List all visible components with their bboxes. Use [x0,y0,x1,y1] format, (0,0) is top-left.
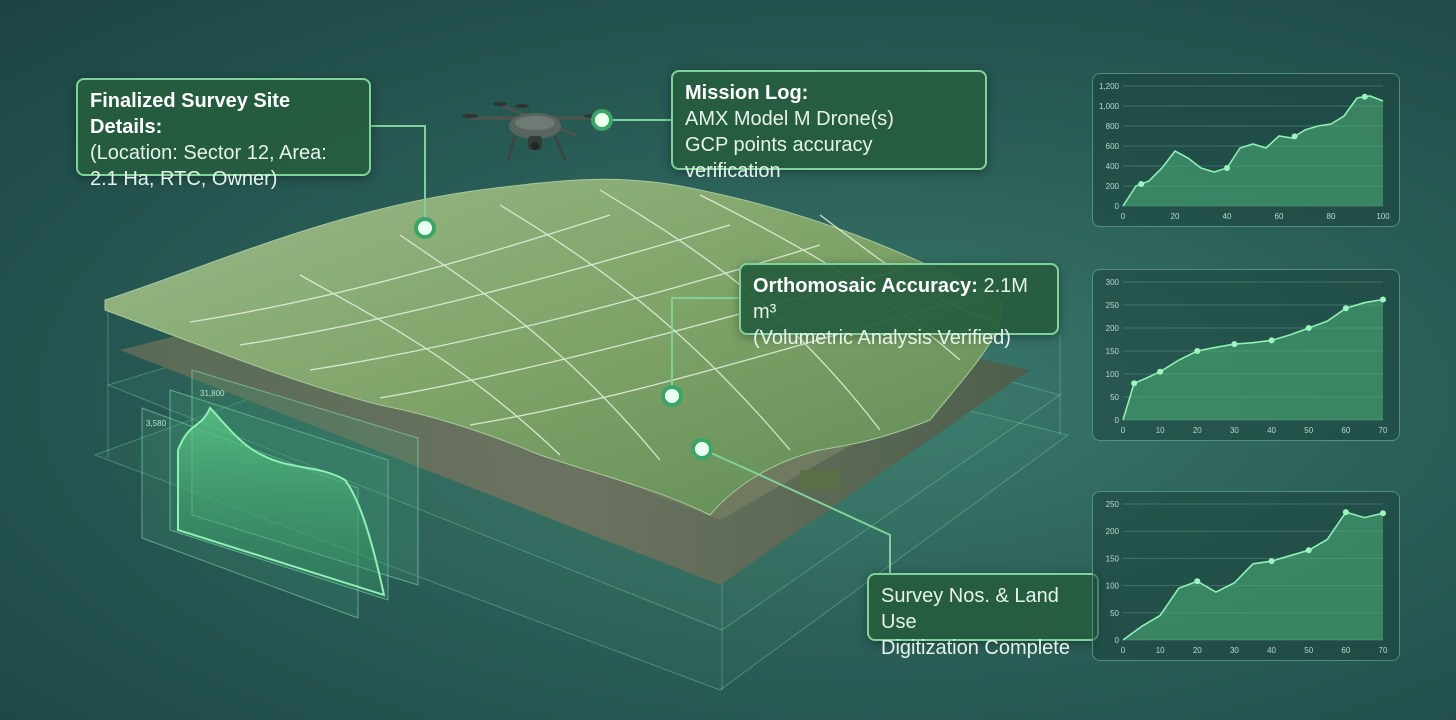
elevation-label-top: 31,800 [200,389,225,398]
y-tick-label: 300 [1106,278,1120,287]
x-tick-label: 0 [1121,426,1126,435]
data-point [1305,325,1312,331]
x-tick-label: 20 [1193,646,1202,655]
site-details-line-1: (Location: Sector 12, Area: [90,142,327,164]
series-area [1123,96,1383,206]
area-chart-1: 0 200 400 600 800 1,000 1,200 0 20 40 60 80 100 [1099,82,1390,221]
x-tick-label: 60 [1275,212,1284,221]
connectors [371,119,891,573]
y-tick-label: 150 [1106,347,1120,356]
x-tick-label: 50 [1304,426,1313,435]
ortho-title: Orthomosaic Accuracy: [753,275,978,297]
series-line [1122,511,1384,641]
x-tick-label: 40 [1267,646,1276,655]
x-tick-label: 30 [1230,646,1239,655]
y-tick-label: 200 [1106,324,1120,333]
site-details-title: Finalized Survey Site Details: [90,90,291,138]
y-tick-label: 250 [1106,500,1120,509]
y-tick-label: 800 [1106,122,1120,131]
x-tick-label: 50 [1304,646,1313,655]
survey-line-1: Survey Nos. & Land Use [881,585,1059,633]
markers [414,109,713,460]
chart-panel-3: 0 50 100 150 200 250 0 10 20 30 40 50 60 70 [1092,491,1400,661]
y-tick-label: 100 [1106,582,1120,591]
drone-icon [462,102,600,161]
callout-mission-log: Mission Log: AMX Model M Drone(s) GCP po… [671,70,987,182]
marker-dot-icon [414,217,436,239]
data-point [1291,133,1298,140]
series-line [1122,95,1384,207]
data-point [1380,510,1386,517]
series-area [1123,512,1383,640]
x-tick-label: 70 [1379,646,1388,655]
survey-line-2: Digitization Complete [881,637,1070,659]
data-point [1157,368,1164,375]
x-tick-label: 10 [1156,426,1165,435]
marker-dot-icon [691,438,713,460]
data-point [1380,296,1386,303]
y-tick-label: 400 [1106,162,1120,171]
y-tick-label: 250 [1106,301,1120,310]
site-details-line-2: 2.1 Ha, RTC, Owner) [90,168,278,190]
data-point [1138,181,1145,187]
y-tick-label: 200 [1106,527,1120,536]
y-tick-label: 600 [1106,142,1120,151]
x-tick-label: 20 [1171,212,1180,221]
area-chart-2: 0 50 100 150 200 250 300 0 10 20 30 40 50 60 70 [1106,278,1388,435]
y-tick-label: 0 [1115,636,1120,645]
marker-dot-icon [591,109,613,131]
data-point [1224,165,1230,171]
data-point [1231,341,1238,348]
x-tick-label: 10 [1156,646,1165,655]
ortho-line-2: (Volumetric Analysis Verified) [753,327,1011,349]
data-point [1268,337,1275,344]
x-tick-label: 60 [1341,426,1350,435]
y-tick-label: 0 [1115,202,1120,211]
series-area [1123,299,1383,420]
x-tick-label: 40 [1223,212,1232,221]
y-tick-label: 0 [1115,416,1120,425]
x-tick-label: 0 [1121,646,1126,655]
chart-panel-2: 0 50 100 150 200 250 300 0 10 20 30 40 50 60 70 [1092,269,1400,441]
marker-dot-icon [661,385,683,407]
x-tick-label: 100 [1376,212,1390,221]
data-point [1194,578,1201,585]
data-point [1305,547,1312,554]
data-point [1361,93,1368,100]
chart-panel-1: 0 200 400 600 800 1,000 1,200 0 20 40 60 80 100 [1092,73,1400,227]
x-tick-label: 20 [1193,426,1202,435]
x-tick-label: 80 [1327,212,1336,221]
x-tick-label: 40 [1267,426,1276,435]
x-tick-label: 60 [1341,646,1350,655]
elevation-profile: 31,800 3,580 [141,369,419,619]
y-tick-label: 1,000 [1099,102,1120,111]
elevation-label-mid: 3,580 [146,419,167,428]
mission-log-line-2: GCP points accuracy verification [685,134,873,182]
x-tick-label: 30 [1230,426,1239,435]
series-line [1122,298,1384,421]
callout-site-details: Finalized Survey Site Details: (Location… [76,78,371,190]
x-tick-label: 70 [1379,426,1388,435]
data-point [1131,380,1138,387]
data-point [1342,509,1349,516]
y-tick-label: 200 [1106,182,1120,191]
callout-orthomosaic-accuracy: Orthomosaic Accuracy: 2.1M m³ (Volumetri… [739,263,1059,349]
ortho-value: 2.1M m³ [753,275,1028,323]
mission-log-line-1: AMX Model M Drone(s) [685,108,894,130]
data-point [1342,305,1349,312]
area-chart-3: 0 50 100 150 200 250 0 10 20 30 40 50 60 70 [1106,500,1388,655]
data-point [1194,348,1201,354]
data-point [1268,558,1275,565]
callout-survey-digitization: Survey Nos. & Land Use Digitization Comp… [867,573,1099,659]
y-tick-label: 1,200 [1099,82,1120,91]
y-tick-label: 150 [1106,554,1120,563]
x-tick-label: 0 [1121,212,1126,221]
y-tick-label: 50 [1110,393,1119,402]
y-tick-label: 100 [1106,370,1120,379]
mission-log-title: Mission Log: [685,82,809,104]
y-tick-label: 50 [1110,609,1119,618]
